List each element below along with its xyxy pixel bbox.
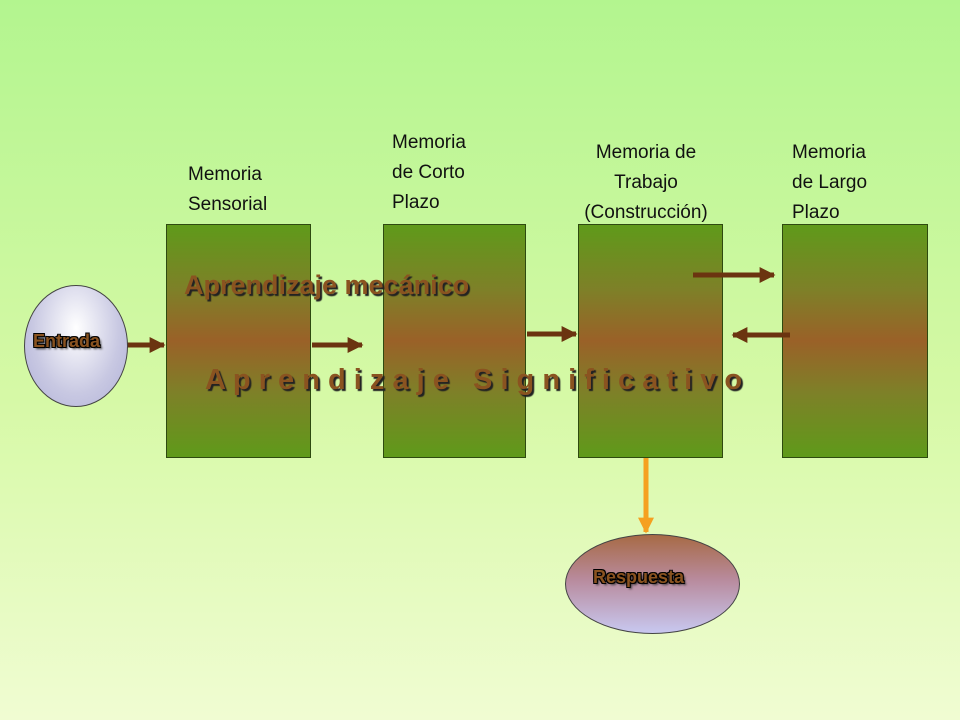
label-memoria-sensorial: Memoria Sensorial — [188, 160, 267, 220]
label-line: Plazo — [392, 192, 440, 213]
label-line: de Largo — [792, 172, 868, 193]
box-memoria-sensorial — [166, 224, 311, 458]
label-line: Memoria — [792, 142, 866, 163]
label-line: Plazo — [792, 202, 840, 223]
box-memoria-largo-plazo — [782, 224, 928, 458]
label-memoria-trabajo: Memoria de Trabajo (Construcción) — [565, 138, 727, 228]
label-line: Memoria — [392, 132, 466, 153]
entrada-label: Entrada — [33, 331, 101, 351]
box-memoria-trabajo — [578, 224, 723, 458]
label-line: de Corto — [392, 162, 465, 183]
label-memoria-largo-plazo: Memoria de Largo Plazo — [792, 138, 867, 228]
box-memoria-corto-plazo — [383, 224, 526, 458]
aprendizaje-significativo-text: A p r e n d i z a j e S i g n i f i c a … — [205, 364, 743, 396]
label-line: (Construcción) — [584, 202, 708, 223]
label-line: Memoria — [188, 164, 262, 185]
aprendizaje-mecanico-text: Aprendizaje mecánico — [184, 270, 470, 300]
entrada-node: Entrada — [24, 285, 128, 407]
label-line: Sensorial — [188, 194, 268, 215]
label-line: Memoria de — [595, 142, 697, 163]
respuesta-node: Respuesta — [565, 534, 740, 634]
respuesta-label: Respuesta — [593, 567, 685, 587]
label-memoria-corto-plazo: Memoria de Corto Plazo — [392, 128, 466, 218]
label-line: Trabajo — [614, 172, 678, 193]
